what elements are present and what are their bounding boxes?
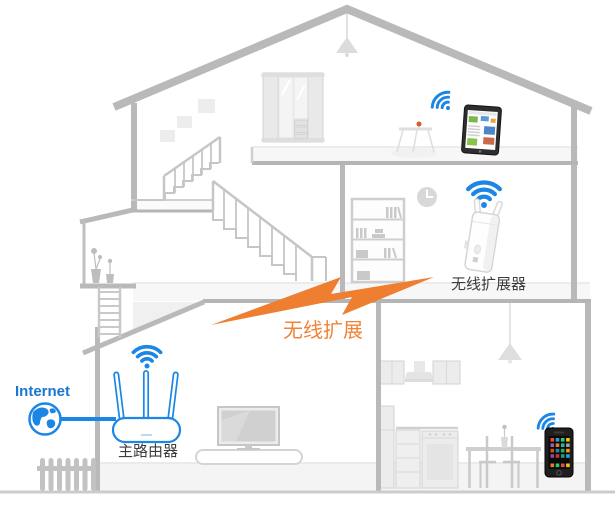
dining-set [466,424,541,488]
router-antenna [113,371,125,422]
garden-fence [37,458,96,491]
range-extender-device [463,198,503,273]
router-antenna [167,371,179,422]
house-structure [0,4,615,494]
wireless-extender-label: 无线扩展器 [451,276,527,293]
main-router-label: 主路由器 [117,443,178,460]
dining-chair [503,436,520,488]
tv-and-stand [195,406,303,465]
kitchen-lower-cabinets [378,405,459,489]
wifi-signal-icon [427,87,460,119]
kitchen-upper-cabinets [379,360,461,385]
wall-picture-frames [160,99,215,142]
ladder [97,287,122,338]
smartphone-device [544,427,574,478]
bookshelf [350,197,406,284]
wall-clock [417,187,437,207]
flower-dot [416,121,422,127]
wifi-signal-icon [468,183,500,208]
kitchen-pendant-lamp [498,301,522,364]
table-vase [501,424,508,448]
attic-side-table [391,121,437,158]
internet-label: Internet [15,383,71,400]
globe-icon [28,402,62,436]
staircase-upper [133,135,222,201]
wireless-extension-label: 无线扩展 [283,320,363,342]
lightning-bolt-icon [211,277,434,325]
range-hood [405,361,433,382]
dining-chair [479,436,496,488]
main-router-device [111,370,182,444]
wardrobe [261,72,325,143]
tablet-device [461,104,502,156]
staircase-lower [211,180,327,281]
wifi-signal-icon [131,344,163,371]
router-antenna [142,370,150,422]
attic-pendant-lamp [336,10,358,57]
balcony-plants [91,248,114,283]
gable-roof [112,4,593,115]
